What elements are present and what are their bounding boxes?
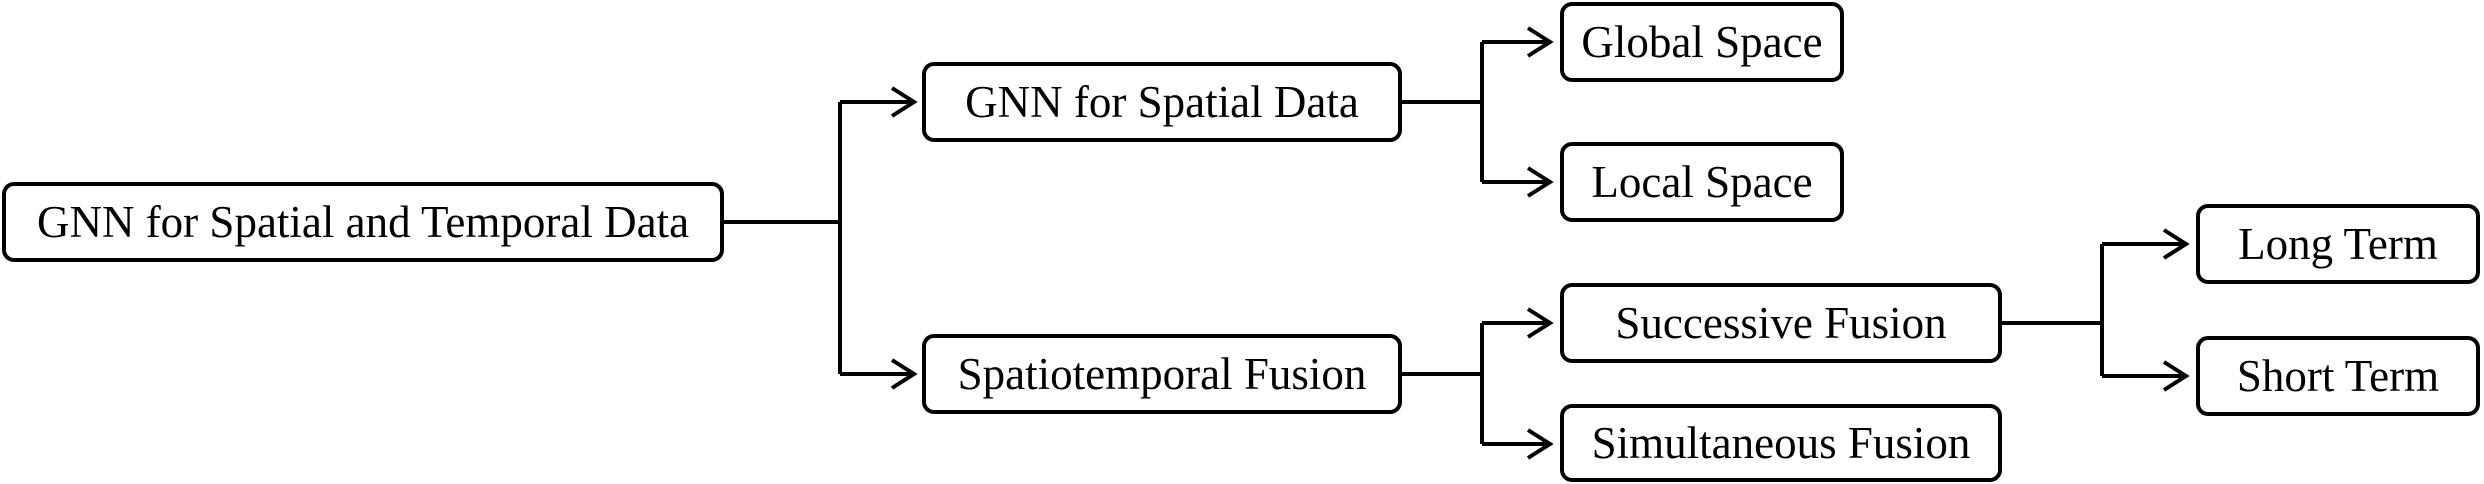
node-spatial-label: GNN for Spatial Data xyxy=(965,77,1359,127)
node-fusion-label: Spatiotemporal Fusion xyxy=(957,349,1367,399)
node-short-term-label: Short Term xyxy=(2236,351,2440,401)
arrowhead-spatial xyxy=(890,86,918,118)
node-global-space-label: Global Space xyxy=(1581,17,1823,67)
node-successive-fusion-label: Successive Fusion xyxy=(1615,298,1947,348)
arrowhead-long xyxy=(2162,228,2190,260)
node-long-term-label: Long Term xyxy=(2238,219,2438,269)
node-local-space-label: Local Space xyxy=(1591,157,1813,207)
node-fusion: Spatiotemporal Fusion xyxy=(922,334,1402,414)
arrowhead-simultaneous xyxy=(1526,428,1554,460)
arrowhead-short xyxy=(2162,360,2190,392)
node-short-term: Short Term xyxy=(2196,336,2480,416)
arrowhead-local xyxy=(1526,166,1554,198)
node-long-term: Long Term xyxy=(2196,204,2480,284)
node-root: GNN for Spatial and Temporal Data xyxy=(2,182,724,262)
node-spatial: GNN for Spatial Data xyxy=(922,62,1402,142)
arrowhead-global xyxy=(1526,26,1554,58)
node-successive-fusion: Successive Fusion xyxy=(1560,283,2002,363)
node-global-space: Global Space xyxy=(1560,2,1844,82)
node-simultaneous-fusion-label: Simultaneous Fusion xyxy=(1591,418,1971,468)
node-simultaneous-fusion: Simultaneous Fusion xyxy=(1560,404,2002,482)
node-root-label: GNN for Spatial and Temporal Data xyxy=(36,197,690,247)
node-local-space: Local Space xyxy=(1560,142,1844,222)
arrowhead-fusion xyxy=(890,358,918,390)
arrowhead-successive xyxy=(1526,307,1554,339)
